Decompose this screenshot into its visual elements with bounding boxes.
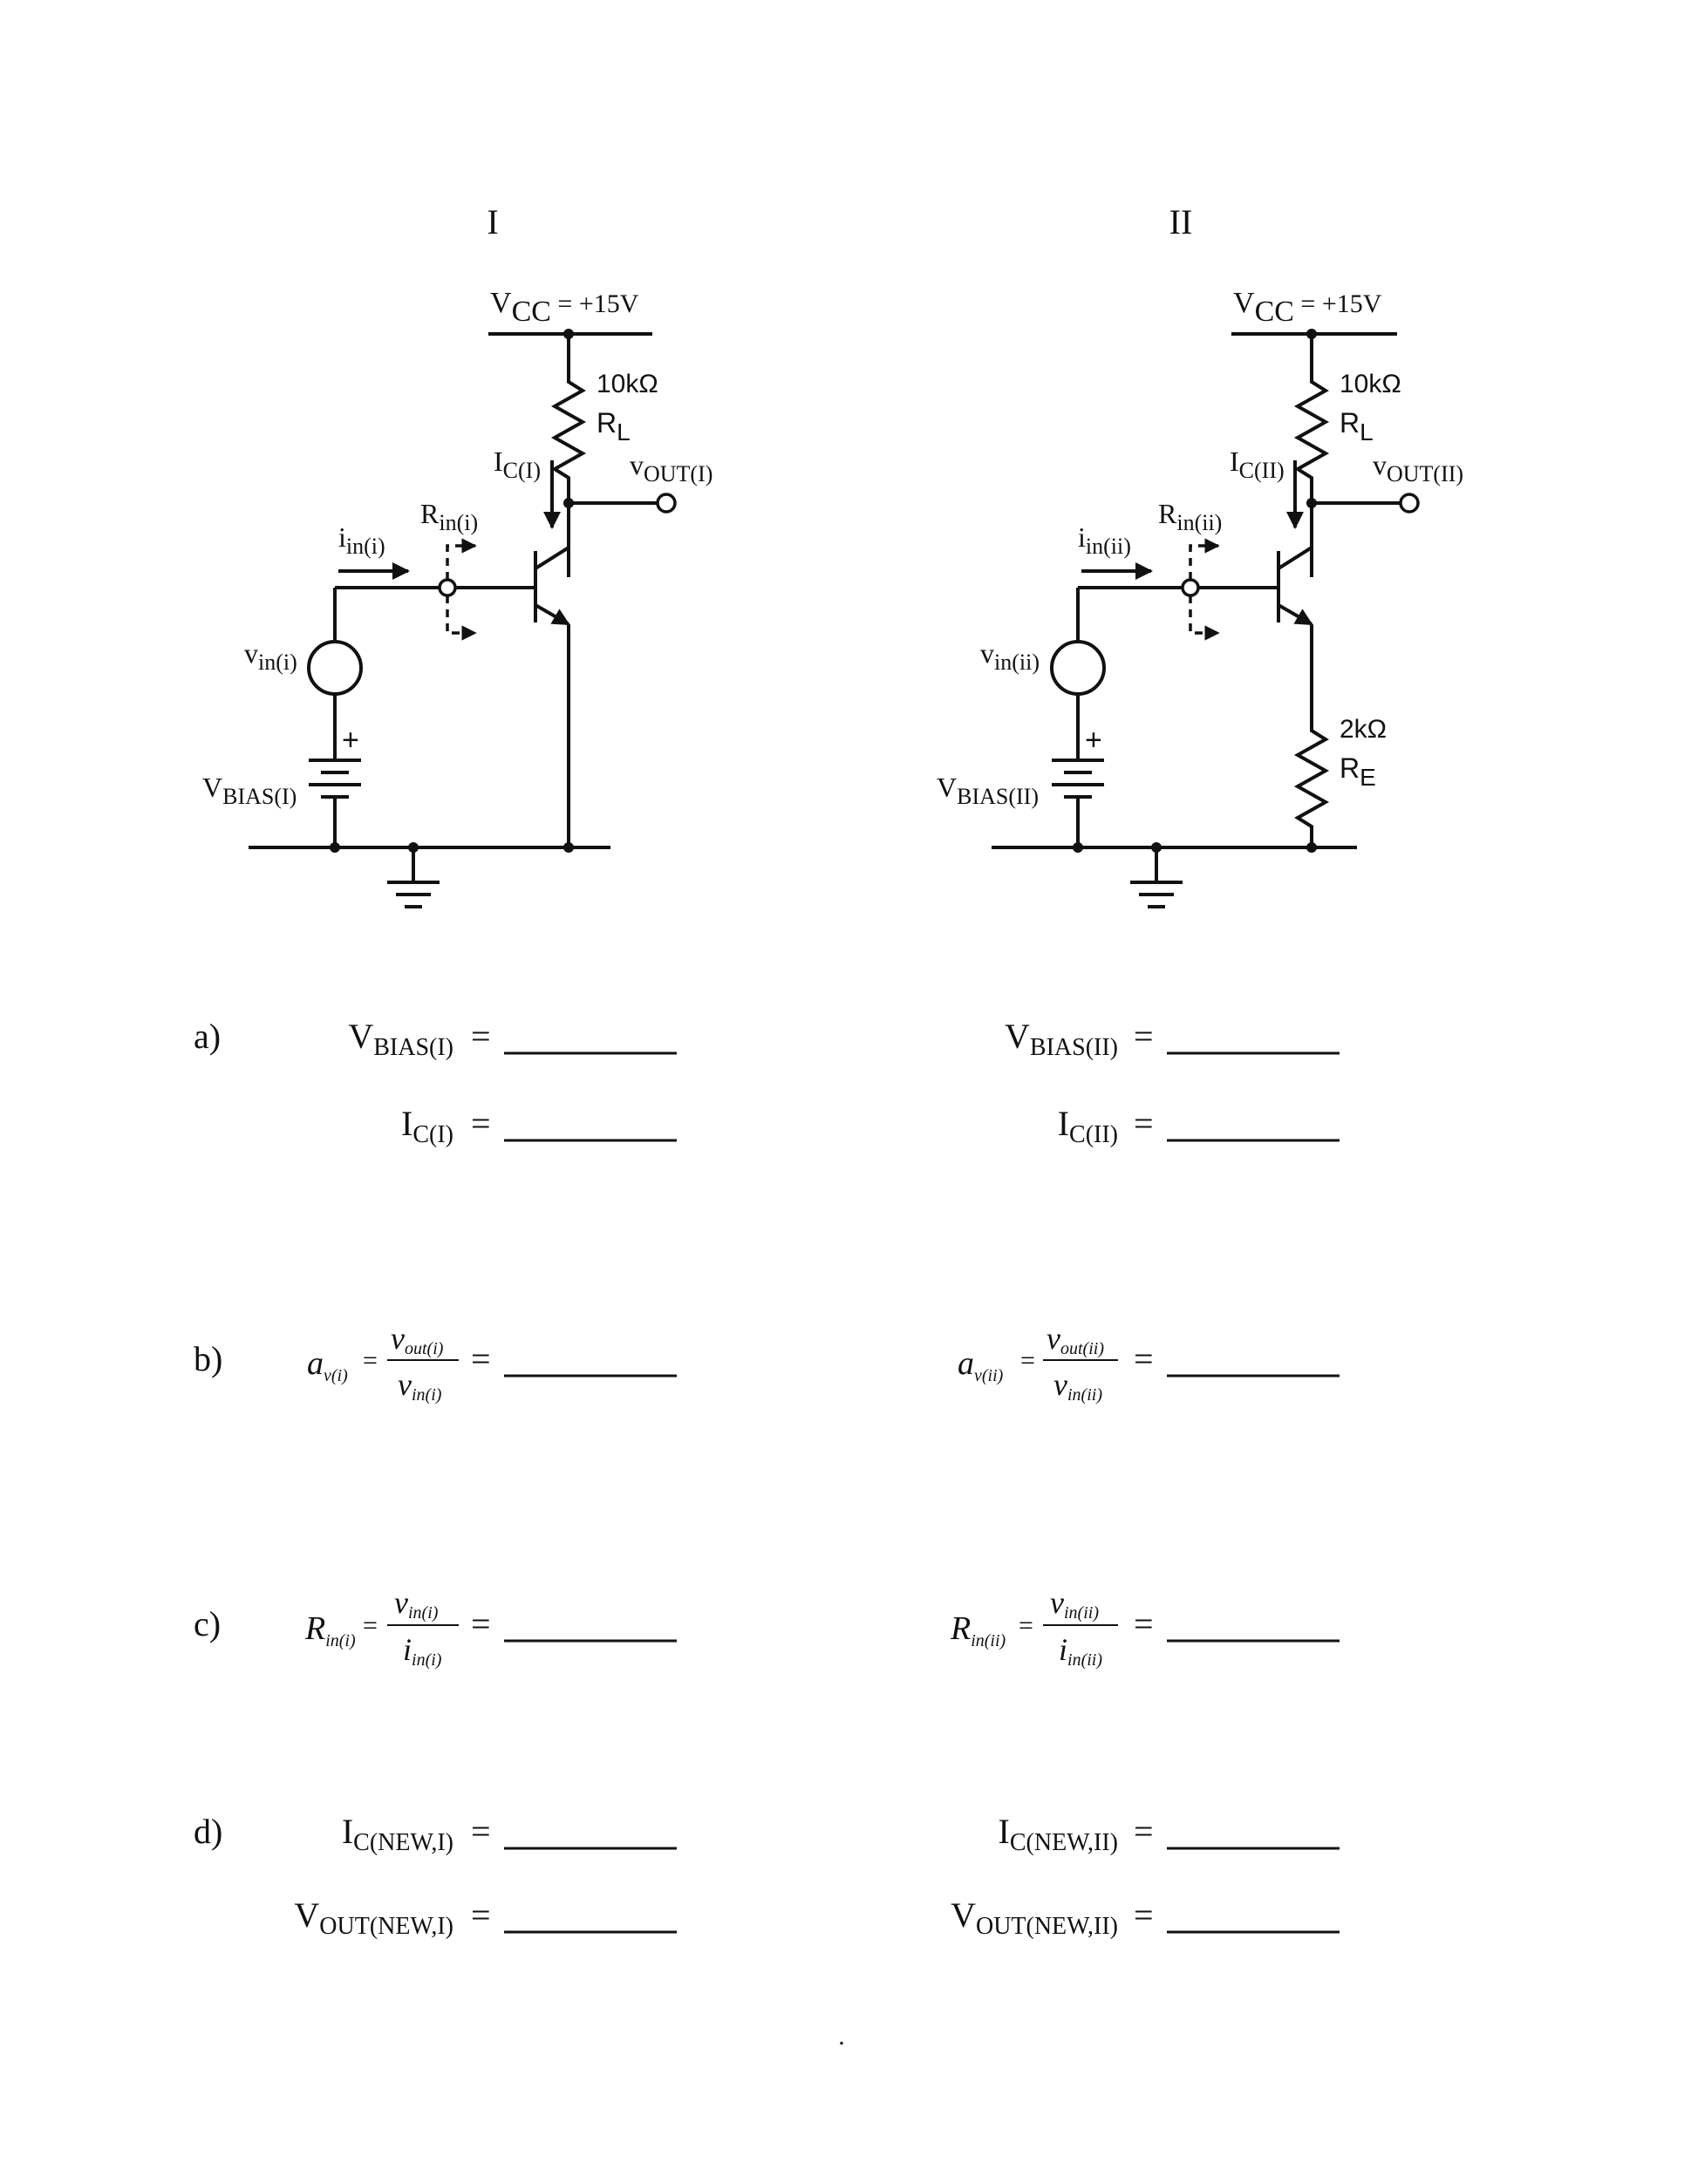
equals-sign: = (1134, 1812, 1154, 1851)
formula-lhs: Rin(ii) (950, 1610, 1006, 1650)
circuit-i-rin-arrow-down (446, 595, 477, 641)
equals-sign: = (471, 1604, 491, 1643)
circuit-i-iin-label: iin(i) (338, 521, 385, 559)
circuit-i-rin-arrow-up (446, 538, 477, 580)
formula-denominator: iin(i) (403, 1632, 442, 1670)
circuit-ii-vin-label: vin(ii) (980, 637, 1040, 675)
question-a-right-1-term: VBIAS(II) (1005, 1017, 1118, 1061)
circuit-ii-transistor-collector (1277, 546, 1313, 570)
circuit-ii-rin-arrow-down (1189, 595, 1220, 641)
formula-numerator: vin(ii) (1050, 1585, 1099, 1623)
circuit-i-vout-terminal (656, 493, 677, 514)
equals-sign: = (1134, 1339, 1154, 1378)
question-c-label: c) (194, 1604, 221, 1643)
circuit-i-source-ground-node (330, 842, 340, 853)
equals-sign: = (1134, 1017, 1154, 1056)
formula-lhs: Rin(i) (304, 1610, 356, 1650)
circuit-ii-vout-label: vOUT(II) (1373, 449, 1463, 486)
question-b-left-formula: av(i) = vout(i) vin(i) (307, 1321, 459, 1405)
formula-equals: = (363, 1346, 378, 1375)
question-d-right-1-term: IC(NEW,II) (999, 1812, 1118, 1856)
circuit-i-transistor-emitter (534, 603, 570, 626)
circuit-ii-vbias-label: VBIAS(II) (937, 772, 1039, 809)
circuit-ii-vin-source (1050, 640, 1106, 696)
circuit-ii-title: II (1169, 202, 1193, 242)
question-d-right-2-term: VOUT(NEW,II) (951, 1895, 1118, 1940)
question-b-right-formula: av(ii) = vout(ii) vin(ii) (958, 1321, 1118, 1405)
formula-denominator: iin(ii) (1059, 1632, 1102, 1670)
formula-lhs: av(i) (307, 1345, 348, 1385)
equals-sign: = (1134, 1895, 1154, 1935)
question-a-right-2-term: IC(II) (1058, 1104, 1118, 1148)
equals-sign: = (1134, 1104, 1154, 1143)
question-a-label: a) (194, 1017, 221, 1056)
question-d-label: d) (194, 1812, 222, 1851)
circuit-i-transistor-collector (534, 546, 570, 570)
circuit-i-battery (309, 759, 361, 799)
circuit-i-rl-label: RL (597, 407, 631, 446)
circuit-ii-transistor-emitter (1277, 603, 1313, 626)
circuit-ii-battery (1052, 759, 1104, 799)
circuit-i-vbias-label: VBIAS(I) (202, 772, 297, 809)
circuit-i-title: I (487, 202, 498, 242)
formula-equals: = (1019, 1611, 1033, 1640)
footer-mark: . (838, 2022, 845, 2051)
question-b-label: b) (194, 1339, 222, 1378)
circuit-ii-battery-plus: + (1085, 724, 1102, 757)
circuit-i-resistor-rl (550, 334, 587, 577)
formula-numerator: vout(i) (391, 1321, 444, 1358)
circuit-i-vcc-label: VCC = +15V (490, 287, 639, 328)
circuit-ii-ground-symbol (1130, 847, 1183, 908)
circuit-ii-iin-label: iin(ii) (1078, 521, 1131, 559)
circuit-ii-vout-terminal (1399, 493, 1420, 514)
equals-sign: = (471, 1895, 491, 1935)
circuit-i-vin-label: vin(i) (244, 637, 297, 675)
circuit-ii: II VCC = +15V 10kΩ RL IC(II) vOUT(II) 2k… (937, 202, 1463, 908)
circuit-i-vin-source (307, 640, 363, 696)
circuit-ii-resistor-re (1293, 624, 1330, 847)
question-d: d) IC(NEW,I) = VOUT(NEW,I) = IC(NEW,II) … (194, 1812, 1340, 1940)
question-c: c) Rin(i) = vin(i) iin(i) = Rin(ii) = vi… (194, 1585, 1340, 1670)
question-d-left-1-term: IC(NEW,I) (342, 1812, 453, 1856)
question-c-left-formula: Rin(i) = vin(i) iin(i) (304, 1585, 459, 1670)
circuit-i-base-node (438, 578, 457, 597)
circuit-ii-ic-label: IC(II) (1230, 446, 1285, 483)
circuit-ii-base-node (1181, 578, 1200, 597)
circuit-ii-rl-value: 10kΩ (1340, 370, 1401, 398)
circuit-i-rin-label: Rin(i) (420, 498, 478, 535)
formula-numerator: vout(ii) (1047, 1321, 1104, 1358)
formula-lhs: av(ii) (958, 1345, 1004, 1385)
circuit-i-ic-label: IC(I) (494, 446, 541, 483)
circuit-ii-vcc-label: VCC = +15V (1233, 287, 1382, 328)
circuit-i: I VCC = +15V 10kΩ RL IC(I) vOUT(I) Rin(i… (202, 202, 712, 908)
formula-numerator: vin(i) (394, 1585, 439, 1623)
circuit-ii-rin-arrow-up (1189, 538, 1220, 580)
circuit-ii-re-value: 2kΩ (1340, 715, 1387, 744)
circuit-ii-source-ground-node (1073, 842, 1083, 853)
formula-equals: = (363, 1611, 378, 1640)
equals-sign: = (471, 1017, 491, 1056)
formula-denominator: vin(i) (398, 1367, 442, 1405)
circuit-ii-rin-label: Rin(ii) (1158, 498, 1222, 535)
formula-denominator: vin(ii) (1053, 1367, 1102, 1405)
equals-sign: = (471, 1104, 491, 1143)
circuit-ii-re-label: RE (1340, 752, 1376, 791)
circuit-i-battery-plus: + (342, 724, 359, 757)
equals-sign: = (471, 1812, 491, 1851)
question-a: a) VBIAS(I) = IC(I) = VBIAS(II) = IC(II)… (194, 1017, 1340, 1148)
circuit-i-vout-label: vOUT(I) (630, 449, 712, 486)
equals-sign: = (1134, 1604, 1154, 1643)
formula-equals: = (1020, 1346, 1035, 1375)
circuit-i-rl-value: 10kΩ (597, 370, 658, 398)
circuit-i-ground-symbol (387, 847, 440, 908)
question-b: b) av(i) = vout(i) vin(i) = av(ii) = vou… (194, 1321, 1340, 1405)
question-a-left-1-term: VBIAS(I) (348, 1017, 453, 1061)
question-c-right-formula: Rin(ii) = vin(ii) iin(ii) (950, 1585, 1118, 1670)
circuit-ii-rl-label: RL (1340, 407, 1374, 446)
question-d-left-2-term: VOUT(NEW,I) (294, 1895, 453, 1940)
circuit-ii-resistor-rl (1293, 334, 1330, 577)
equals-sign: = (471, 1339, 491, 1378)
question-a-left-2-term: IC(I) (401, 1104, 453, 1148)
